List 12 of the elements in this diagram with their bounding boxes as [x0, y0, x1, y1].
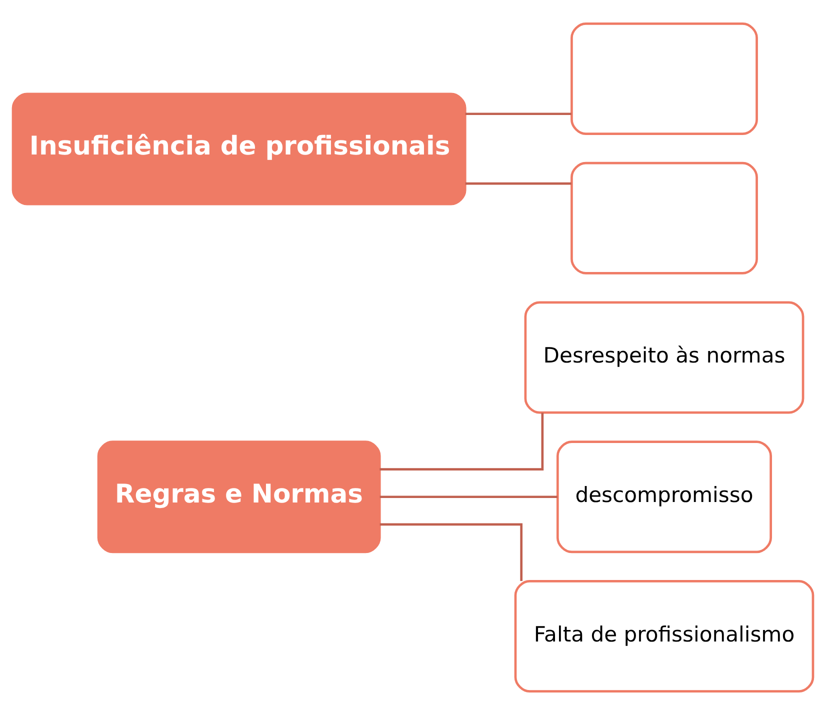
- connector: [380, 412, 544, 470]
- node-box: Insuficiência de profissionais: [12, 92, 466, 205]
- node-box: [570, 161, 758, 274]
- node-box: Falta de profissionalismo: [514, 580, 814, 692]
- node-box: [570, 22, 758, 134]
- node-box: descompromisso: [556, 440, 772, 553]
- connector: [380, 495, 558, 498]
- connector: [465, 112, 572, 115]
- node-box: Desrespeito às normas: [524, 300, 804, 414]
- connector: [465, 182, 572, 184]
- node-box: Regras e Normas: [97, 440, 381, 553]
- connector: [380, 522, 523, 580]
